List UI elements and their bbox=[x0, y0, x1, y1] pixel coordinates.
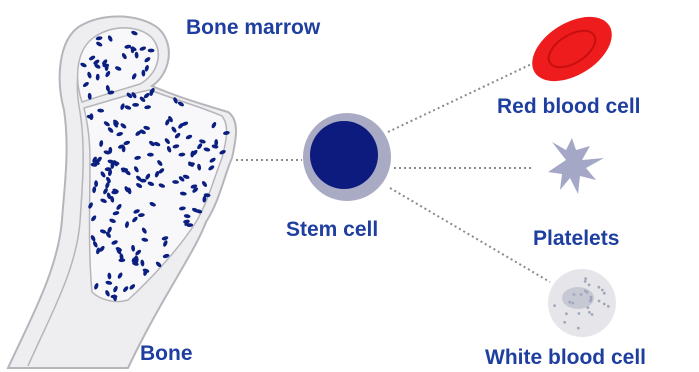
wbc-granule bbox=[584, 290, 587, 293]
connector-stem-to-white bbox=[390, 188, 550, 282]
wbc-granule bbox=[590, 296, 593, 299]
marrow-cell bbox=[148, 49, 155, 53]
red-blood-cell-icon bbox=[521, 4, 623, 95]
label-platelets: Platelets bbox=[533, 228, 619, 249]
wbc-granule bbox=[603, 292, 606, 295]
wbc-granule bbox=[584, 280, 587, 283]
wbc-granule bbox=[598, 300, 601, 303]
wbc-granule bbox=[584, 277, 587, 280]
wbc-granule bbox=[607, 305, 610, 308]
label-bone: Bone bbox=[140, 343, 193, 364]
white-blood-cell-icon bbox=[548, 269, 616, 337]
wbc-granule bbox=[568, 301, 571, 304]
wbc-granule bbox=[587, 306, 590, 309]
wbc-granule bbox=[603, 303, 606, 306]
wbc-granule bbox=[565, 312, 568, 315]
wbc-granule bbox=[571, 302, 574, 305]
stem-cell-icon bbox=[303, 113, 391, 201]
wbc-granule bbox=[580, 293, 583, 296]
wbc-granule bbox=[573, 293, 576, 296]
wbc-granule bbox=[598, 286, 601, 289]
wbc-granule bbox=[578, 312, 581, 315]
label-bone-marrow: Bone marrow bbox=[186, 17, 320, 38]
platelet-icon bbox=[548, 138, 604, 194]
label-stem-cell: Stem cell bbox=[286, 219, 378, 240]
marrow-cell bbox=[132, 103, 139, 107]
wbc-granule bbox=[589, 300, 592, 303]
wbc-granule bbox=[588, 284, 591, 287]
label-white-blood-cell: White blood cell bbox=[485, 347, 646, 368]
wbc-granule bbox=[577, 327, 580, 330]
wbc-granule bbox=[563, 321, 566, 324]
bone-illustration bbox=[8, 16, 236, 368]
wbc-granule bbox=[601, 289, 604, 292]
connector-lines bbox=[236, 60, 550, 282]
wbc-granule bbox=[591, 313, 594, 316]
label-red-blood-cell: Red blood cell bbox=[497, 96, 641, 117]
wbc-granule bbox=[588, 311, 591, 314]
wbc-granule bbox=[553, 304, 556, 307]
